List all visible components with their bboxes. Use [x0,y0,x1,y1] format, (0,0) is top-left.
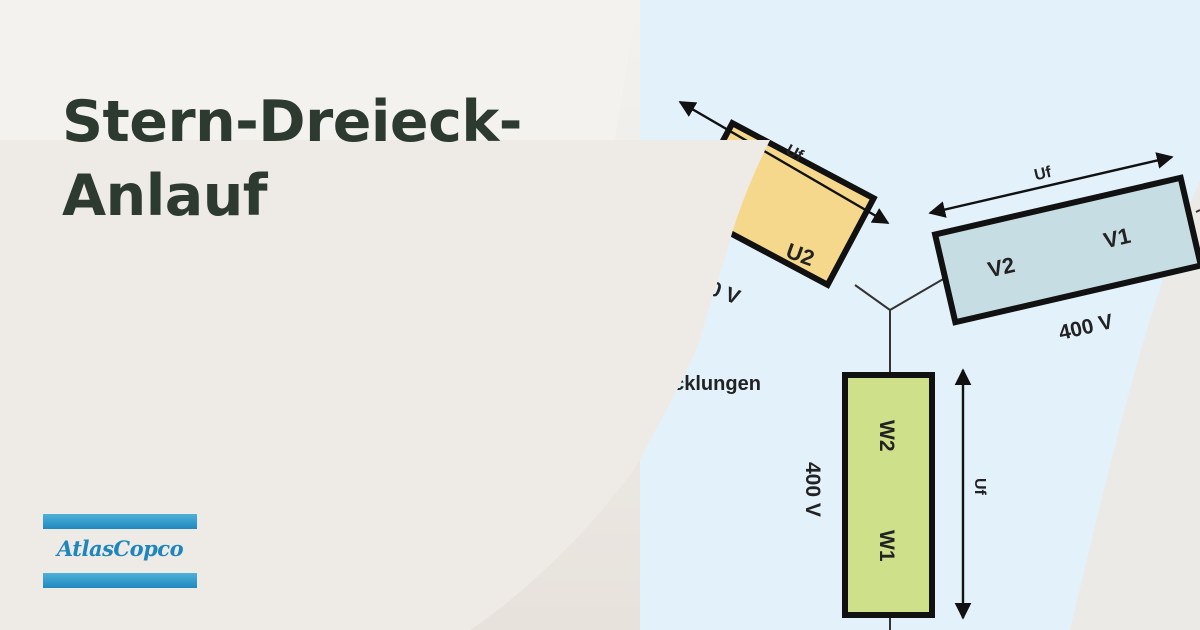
logo-wordmark: AtlasCopco [56,536,184,561]
label-w1: W1 [875,530,898,562]
page-curl-right [1070,180,1200,630]
logo-bar-bottom [43,573,197,588]
label-v1: V1 [1101,223,1133,253]
label-u-uf: Uf [783,142,806,165]
label-w-uf: Uf [971,478,988,496]
page-overlay-left [0,0,770,630]
page-title: Stern-Dreieck- Anlauf [62,86,622,233]
label-w2: W2 [875,420,898,452]
label-v-uf: Uf [1033,164,1054,185]
label-w-voltage: 400 V [801,462,824,517]
arrow-v [928,152,1174,218]
star-lines [854,209,1200,630]
label-v2: V2 [985,252,1017,282]
atlas-copco-logo: AtlasCopco [43,514,197,588]
page-title-line1: Stern-Dreieck- [62,89,522,155]
arrow-u [678,100,890,225]
page-overlay-shade [0,0,640,140]
winding-w [842,372,935,618]
page-title-line2: Anlauf [62,162,268,229]
logo-bar-top [43,514,197,529]
